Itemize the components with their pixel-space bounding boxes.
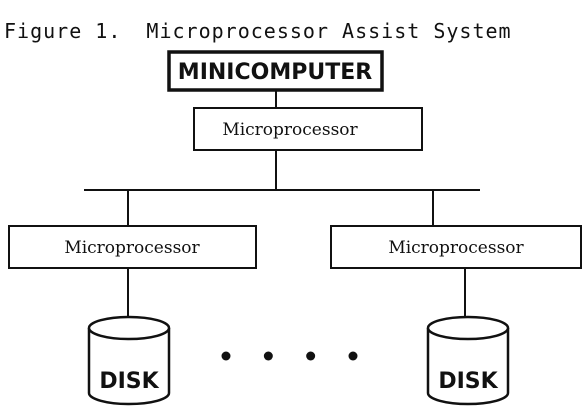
left-processor-label: Microprocessor (64, 238, 200, 258)
right-disk-icon (426, 315, 510, 406)
ellipsis-dots (221, 351, 358, 361)
figure-title: Microprocessor Assist System (146, 19, 511, 43)
left-processor-box (8, 225, 257, 269)
left-disk-icon (87, 315, 171, 406)
minicomputer-label: MINICOMPUTER (178, 60, 372, 85)
ellipsis-dot (306, 351, 316, 361)
right-processor-box (330, 225, 582, 269)
front-processor-box (193, 107, 423, 151)
left-disk-label: DISK (99, 369, 159, 394)
right-disk-label: DISK (438, 369, 498, 394)
ellipsis-dot (348, 351, 358, 361)
figure-label: Figure 1. (4, 19, 121, 43)
figure-caption: Figure 1. Microprocessor Assist System (4, 19, 512, 43)
ellipsis-dot (263, 351, 273, 361)
ellipsis-dot (221, 351, 231, 361)
front-processor-label: Microprocessor (222, 120, 358, 140)
minicomputer-box (167, 50, 384, 92)
right-processor-label: Microprocessor (388, 238, 524, 258)
